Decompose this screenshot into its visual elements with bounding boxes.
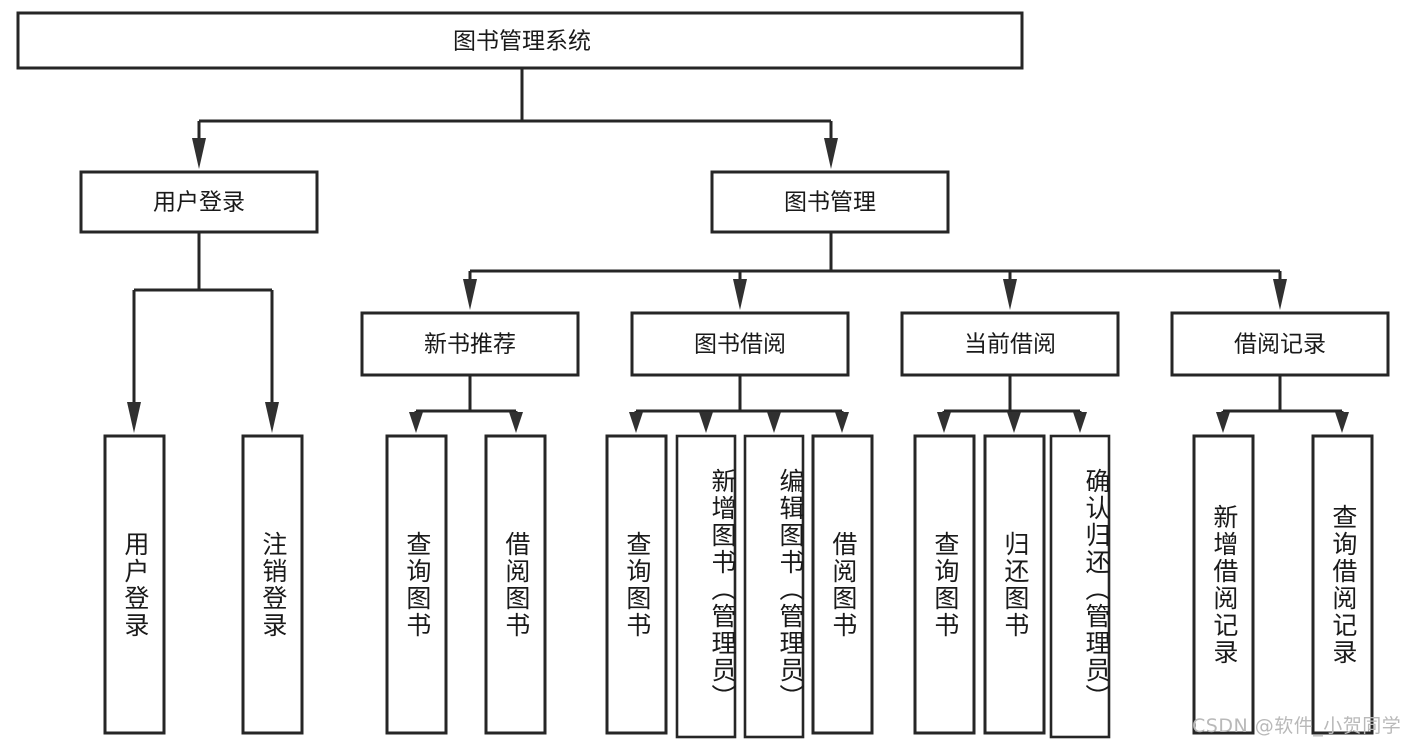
arrow-to-book-manage (824, 138, 838, 169)
node-leaf-confirm-return[interactable] (1049, 434, 1111, 739)
connector-current-borrow-to-leaves (937, 375, 1087, 433)
arrow-to-user-login (192, 138, 206, 169)
node-current-borrow-label: 当前借阅 (964, 332, 1056, 358)
node-current-borrow[interactable]: 当前借阅 (900, 311, 1120, 377)
node-book-manage-label: 图书管理 (784, 190, 876, 216)
node-user-login-label: 用户登录 (153, 190, 245, 216)
node-leaf-add-record[interactable] (1192, 434, 1255, 735)
node-leaf-query-record[interactable] (1311, 434, 1374, 735)
node-new-book-rec-label: 新书推荐 (424, 332, 516, 358)
connector-user-login-to-leaves (127, 232, 279, 433)
node-leaf-return-book[interactable] (983, 434, 1046, 735)
node-leaf-edit-book[interactable] (743, 434, 805, 739)
csdn-watermark: CSDN @软件_小贺同学 (1192, 715, 1402, 737)
node-book-borrow-label: 图书借阅 (694, 332, 786, 358)
node-book-manage[interactable]: 图书管理 (710, 170, 950, 234)
node-book-borrow[interactable]: 图书借阅 (630, 311, 850, 377)
node-leaf-borrow-book-rec[interactable] (484, 434, 547, 735)
node-root[interactable]: 图书管理系统 (16, 11, 1024, 70)
node-leaf-query-book-rec[interactable] (385, 434, 448, 735)
connector-borrow-record-to-leaves (1216, 375, 1349, 433)
node-new-book-rec[interactable]: 新书推荐 (360, 311, 580, 377)
node-user-login[interactable]: 用户登录 (79, 170, 319, 234)
node-leaf-add-book[interactable] (675, 434, 737, 739)
node-borrow-record-label: 借阅记录 (1234, 332, 1326, 358)
node-leaf-logout[interactable] (241, 434, 304, 735)
connector-root-to-level2 (192, 68, 838, 169)
node-leaf-query-book[interactable] (605, 434, 668, 735)
connector-book-borrow-to-leaves (629, 375, 849, 433)
node-leaf-user-login[interactable] (103, 434, 166, 735)
node-leaf-borrow-book[interactable] (811, 434, 874, 735)
node-root-label: 图书管理系统 (453, 29, 591, 55)
connector-book-manage-to-level3 (463, 232, 1287, 310)
connector-new-book-rec-to-leaves (409, 375, 523, 433)
node-leaf-query-book-cur[interactable] (913, 434, 976, 735)
node-borrow-record[interactable]: 借阅记录 (1170, 311, 1390, 377)
